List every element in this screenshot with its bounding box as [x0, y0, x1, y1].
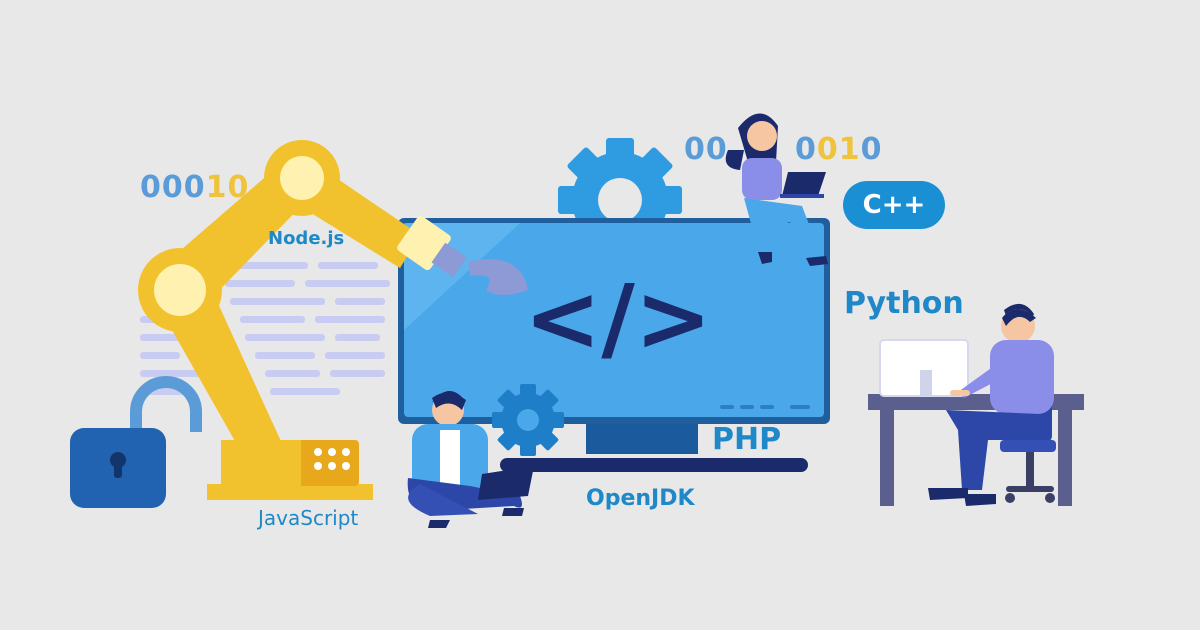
binary-right-b-blue1: 0 — [795, 132, 817, 167]
binary-code-left: 00010 — [140, 170, 249, 205]
label-nodejs: Node.js — [268, 228, 345, 249]
label-cpp: C++ — [843, 181, 945, 229]
label-openjdk: OpenJDK — [586, 486, 695, 511]
man-at-desk — [928, 303, 1054, 506]
binary-code-right-b: 0010 — [795, 132, 883, 167]
code-symbol: </> — [524, 265, 712, 372]
label-python: Python — [844, 286, 964, 321]
woman-with-laptop — [725, 113, 828, 266]
padlock-icon — [70, 376, 202, 508]
robot-arm-icon — [138, 140, 528, 500]
binary-left-blue: 000 — [140, 170, 206, 205]
label-javascript: JavaScript — [258, 506, 359, 530]
label-php: PHP — [712, 422, 782, 457]
binary-right-b-gold: 01 — [816, 132, 861, 167]
binary-code-right-a: 00 — [684, 132, 728, 167]
binary-right-a-blue: 00 — [684, 132, 728, 167]
binary-left-gold: 10 — [205, 170, 250, 205]
computer-monitor-icon — [879, 339, 969, 397]
man-with-laptop — [407, 391, 534, 528]
binary-right-b-blue2: 0 — [860, 132, 883, 167]
desk-icon — [868, 394, 1084, 506]
small-gear-icon — [492, 384, 564, 456]
